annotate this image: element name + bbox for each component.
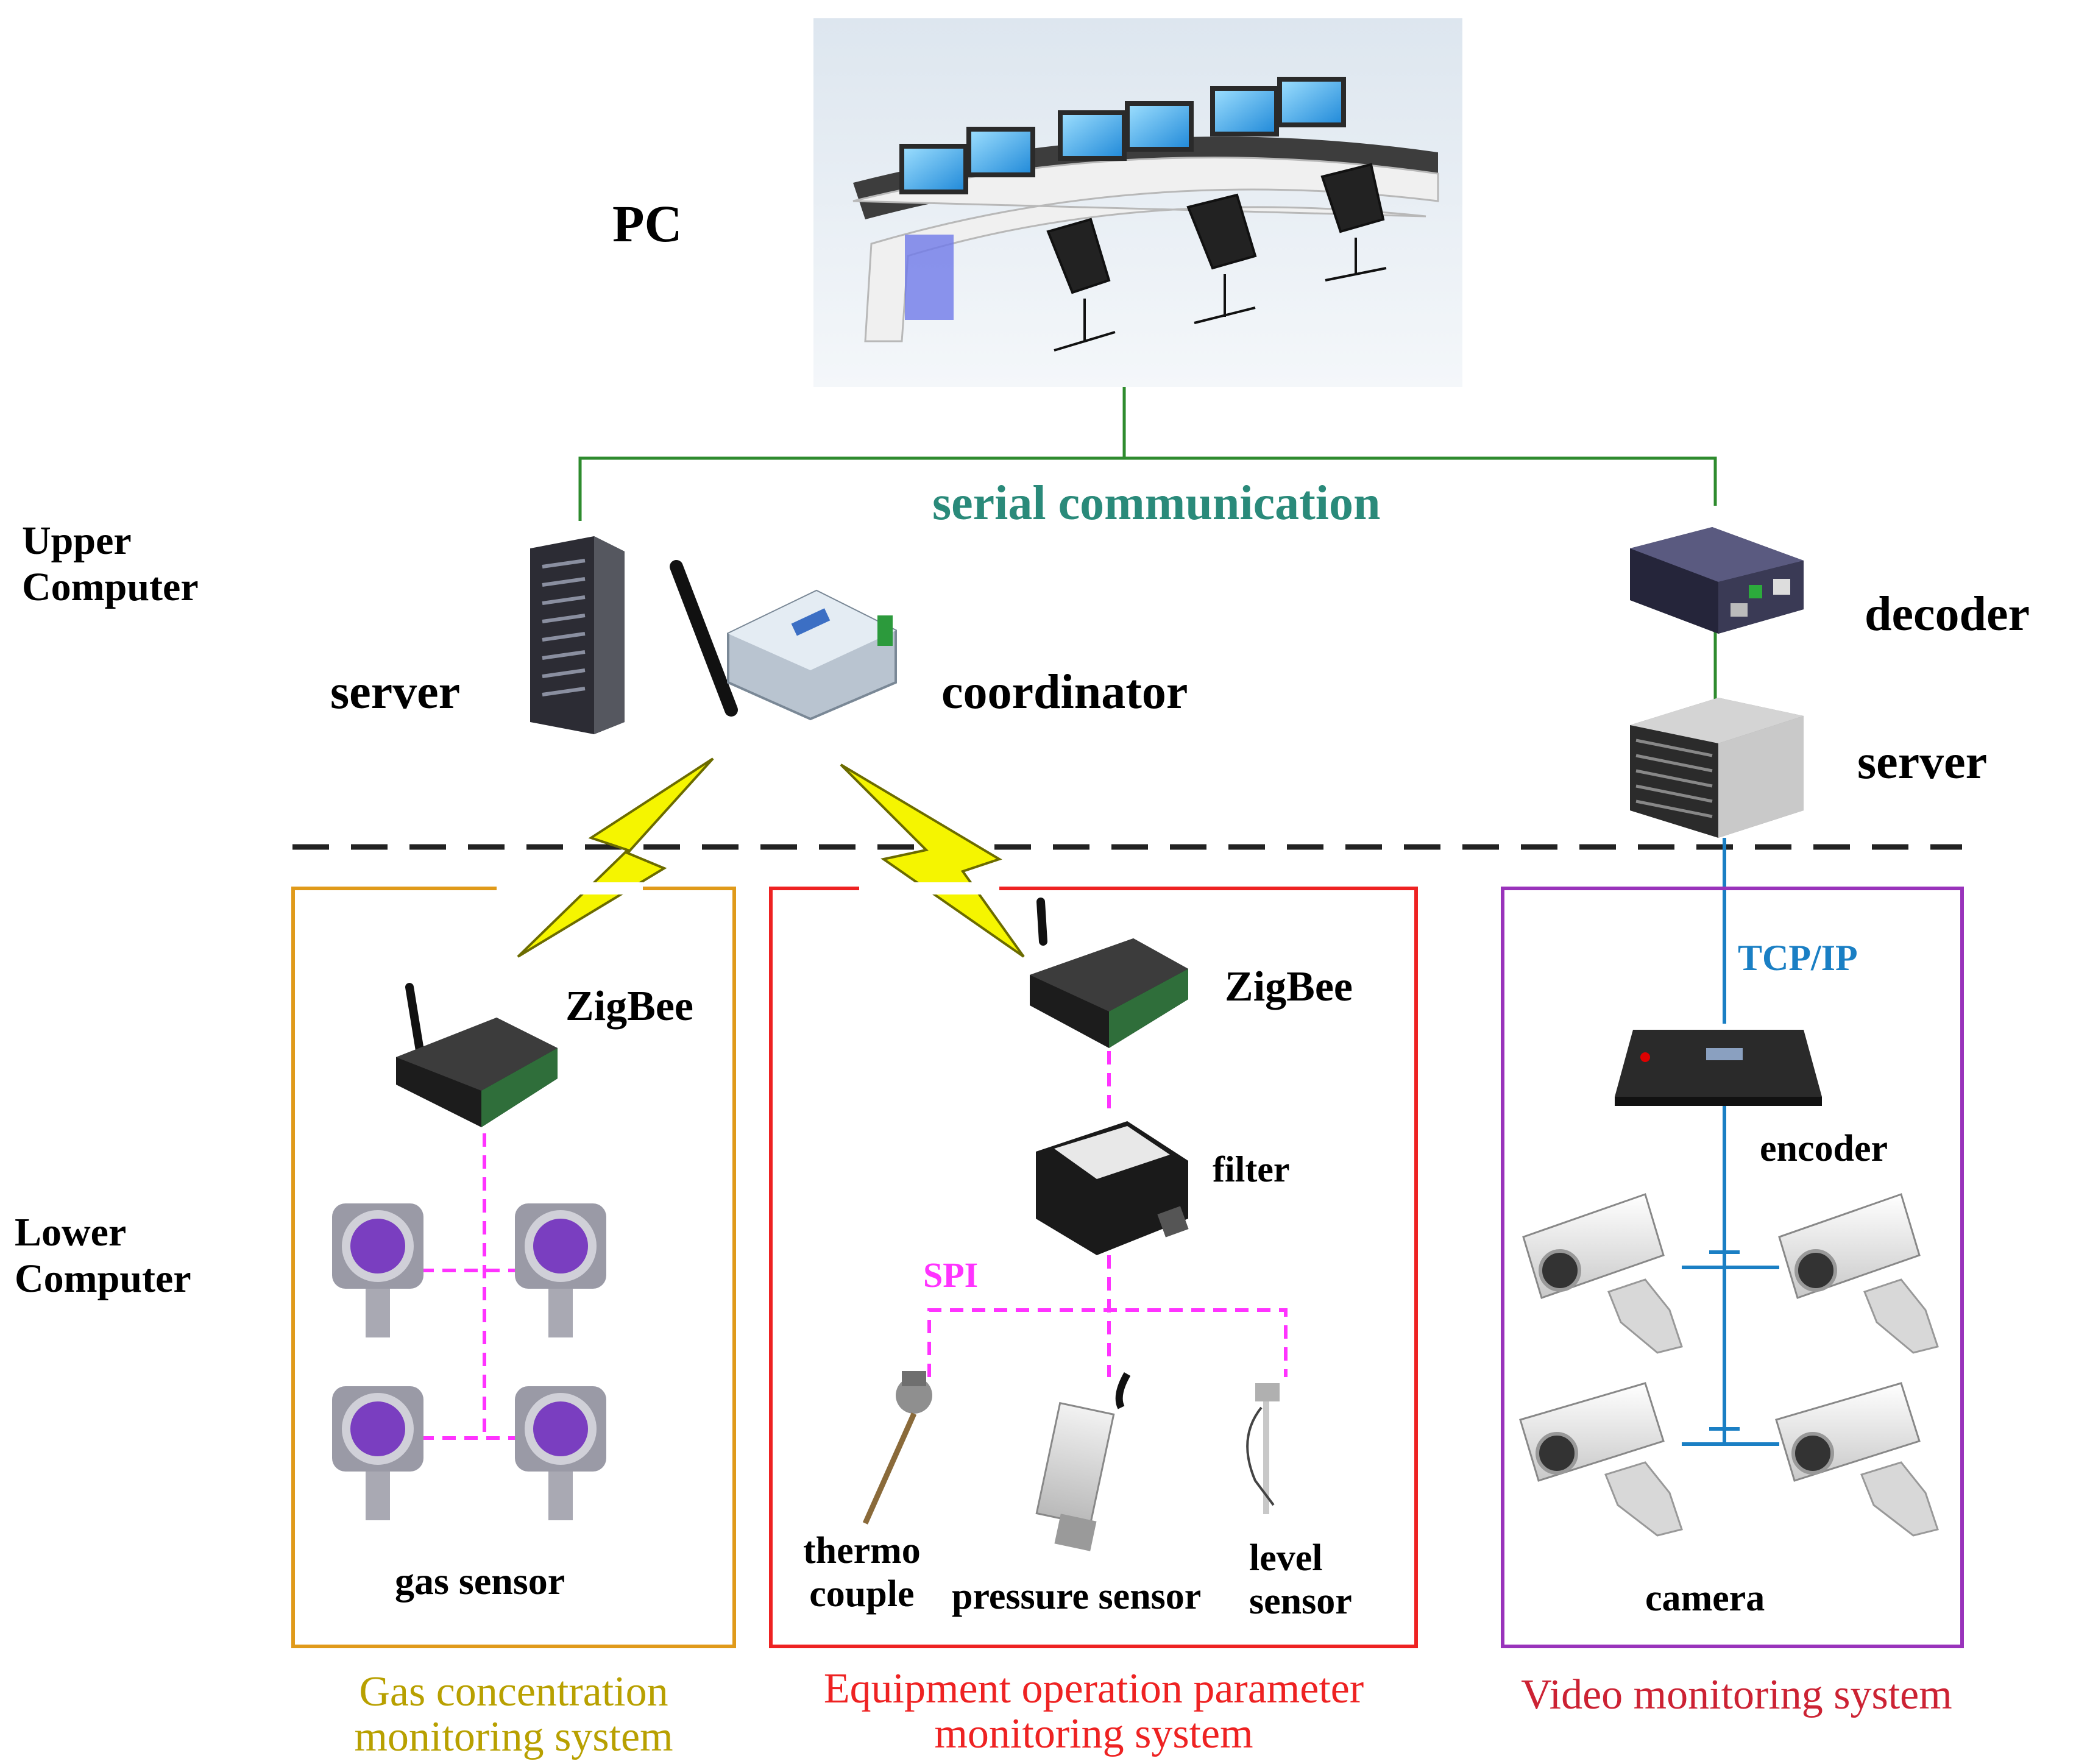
tower-server-icon — [530, 536, 625, 734]
gas-sensor-icon — [515, 1203, 606, 1337]
zigbee-mid-label: ZigBee — [1225, 963, 1353, 1010]
level-sensor-icon — [1246, 1383, 1280, 1514]
tcp-ip-lines — [1682, 838, 1779, 1446]
pc-label: PC — [612, 194, 682, 253]
video-monitoring-box — [1501, 887, 1964, 1648]
upper-computer-label: Upper Computer — [22, 519, 199, 609]
camera-icon — [1519, 1382, 1683, 1537]
zigbee-module-icon — [396, 983, 558, 1127]
thermocouple-label: thermo couple — [803, 1530, 921, 1615]
filter-label: filter — [1213, 1149, 1290, 1189]
lightning-icon — [517, 757, 714, 958]
gas-sensor-icon — [515, 1386, 606, 1520]
serial-communication-lines — [578, 387, 1717, 707]
wireless-coordinator-icon — [670, 560, 897, 721]
tcp-ip-label: TCP/IP — [1738, 938, 1858, 978]
pressure-sensor-icon — [1035, 1372, 1131, 1551]
spi-bus-lines — [420, 1051, 1288, 1440]
box-gap — [497, 882, 643, 894]
level-sensor-label: level sensor — [1249, 1537, 1352, 1623]
zigbee-left-label: ZigBee — [565, 983, 693, 1030]
rack-server-icon — [1630, 698, 1804, 838]
coordinator-label: coordinator — [941, 665, 1188, 719]
decoder-icon — [1630, 527, 1804, 634]
video-system-caption: Video monitoring system — [1521, 1671, 1952, 1718]
encoder-label: encoder — [1760, 1128, 1888, 1169]
camera-label: camera — [1645, 1578, 1765, 1619]
server-right-label: server — [1857, 735, 1988, 789]
control-room-photo — [813, 18, 1462, 387]
camera-icon — [1522, 1193, 1683, 1354]
decoder-label: decoder — [1865, 587, 2030, 641]
box-gap — [859, 882, 999, 894]
gas-system-caption: Gas concentration monitoring system — [354, 1668, 673, 1760]
camera-icon — [1778, 1193, 1939, 1354]
encoder-icon — [1615, 1030, 1822, 1106]
spi-label: SPI — [923, 1255, 979, 1295]
server-left-label: server — [330, 665, 461, 719]
equipment-monitoring-box — [769, 887, 1418, 1648]
thermocouple-icon — [862, 1371, 932, 1525]
gas-sensor-icon — [332, 1386, 423, 1520]
lower-computer-label: Lower Computer — [15, 1210, 191, 1301]
gas-sensor-label: gas sensor — [395, 1559, 565, 1603]
pressure-sensor-label: pressure sensor — [952, 1576, 1202, 1617]
zigbee-module-icon — [1030, 898, 1188, 1048]
equipment-system-caption: Equipment operation parameter monitoring… — [823, 1665, 1364, 1757]
camera-icon — [1775, 1382, 1939, 1537]
lightning-icon — [840, 763, 1025, 958]
filter-icon — [1036, 1121, 1189, 1255]
serial-communication-label: serial communication — [932, 476, 1381, 530]
gas-sensor-icon — [332, 1203, 423, 1337]
